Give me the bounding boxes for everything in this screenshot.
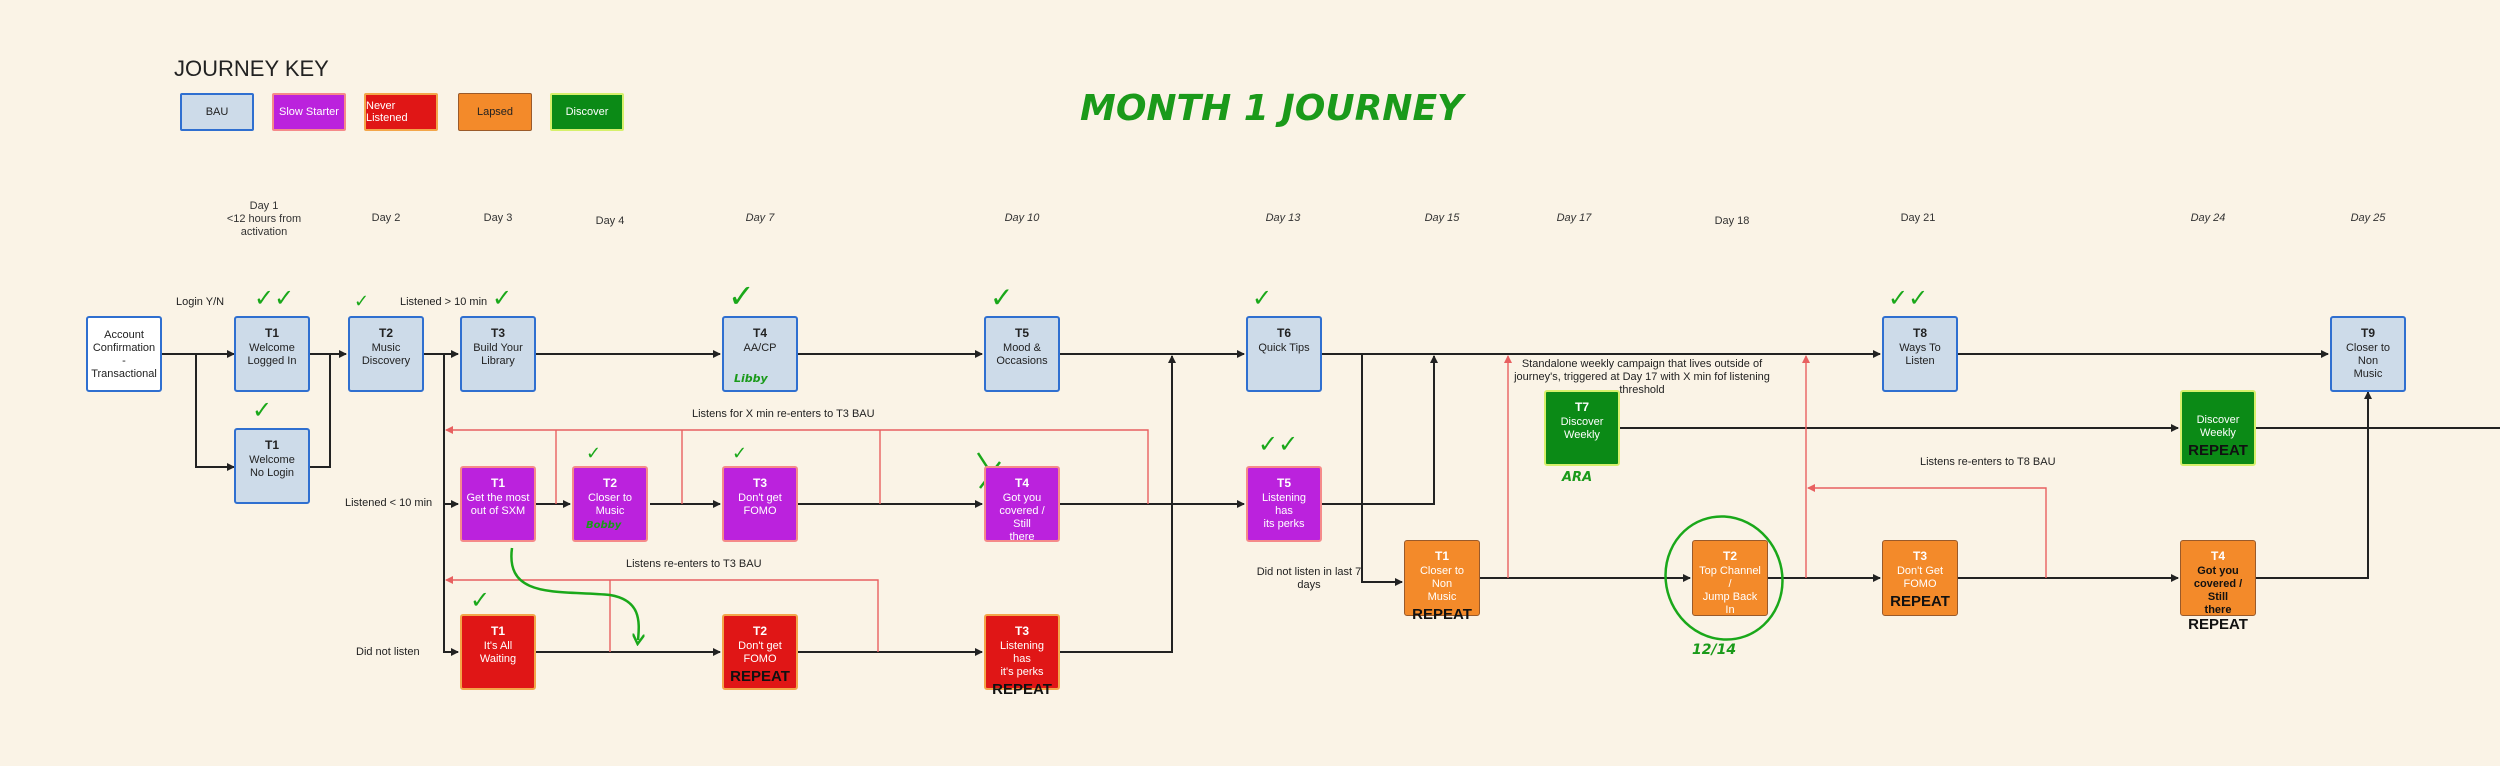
check-icon: ✓ [492, 284, 513, 312]
note-date: 12/14 [1692, 642, 1737, 658]
label-reenter-t3: Listens re-enters to T3 BAU [626, 558, 762, 570]
label-standalone: Standalone weekly campaign that lives ou… [1514, 358, 1770, 396]
slow-t5-listening-perks[interactable]: T5 Listening has its perks [1246, 466, 1322, 542]
check-icon: ✓ [1252, 284, 1273, 312]
note-libby: Libby [734, 372, 768, 385]
account-confirmation-box[interactable]: Account Confirmation - Transactional [86, 316, 162, 392]
never-t2-dont-get-fomo[interactable]: T2 Don't get FOMO REPEAT [722, 614, 798, 690]
bau-t5-mood-occasions[interactable]: T5 Mood & Occasions [984, 316, 1060, 392]
slow-t2-closer-music[interactable]: T2 Closer to Music [572, 466, 648, 542]
lapsed-t1-closer-non-music[interactable]: T1 Closer to Non Music REPEAT [1404, 540, 1480, 623]
label-reenter-t8: Listens re-enters to T8 BAU [1920, 456, 2056, 468]
label-did-not-listen: Did not listen [356, 646, 420, 658]
note-s2: Bobby [586, 520, 622, 531]
check-icon: ✓ [728, 277, 755, 315]
main-title: MONTH 1 JOURNEY [1080, 88, 1464, 129]
discover-t7-weekly[interactable]: T7 Discover Weekly [1544, 390, 1620, 466]
label-not-listen-7: Did not listen in last 7 days [1256, 566, 1362, 591]
label-login: Login Y/N [176, 296, 225, 308]
day-15: Day 15 [1424, 212, 1460, 224]
journey-key-title: JOURNEY KEY [174, 56, 329, 81]
key-bau: BAU [180, 93, 254, 131]
check-icon: ✓✓ [1258, 430, 1299, 458]
day-25: Day 25 [2350, 212, 2386, 224]
check-icon: ✓ [990, 281, 1014, 314]
never-t1-all-waiting[interactable]: T1 It's All Waiting [460, 614, 536, 690]
note-ara: ARA [1562, 470, 1593, 485]
bau-t1-welcome-no-login[interactable]: T1 Welcome No Login [234, 428, 310, 504]
day-7: Day 7 [745, 212, 775, 224]
bau-t2-music-discovery[interactable]: T2 Music Discovery [348, 316, 424, 392]
slow-t3-dont-get-fomo[interactable]: T3 Don't get FOMO [722, 466, 798, 542]
lapsed-t3-dont-get-fomo[interactable]: T3 Don't Get FOMO REPEAT [1882, 540, 1958, 616]
day-3: Day 3 [483, 212, 513, 224]
day-13: Day 13 [1265, 212, 1301, 224]
check-icon: ✓ [354, 291, 370, 312]
day-17: Day 17 [1556, 212, 1592, 224]
slow-t4-got-you-covered[interactable]: T4 Got you covered / Still there [984, 466, 1060, 543]
slow-t1-get-most[interactable]: T1 Get the most out of SXM [460, 466, 536, 542]
check-icon: ✓ [252, 396, 273, 424]
key-lapsed: Lapsed [458, 93, 532, 131]
key-slow-starter: Slow Starter [272, 93, 346, 131]
discover-weekly-repeat[interactable]: Discover Weekly REPEAT [2180, 390, 2256, 466]
bau-t8-ways-to-listen[interactable]: T8 Ways To Listen [1882, 316, 1958, 392]
day-1: Day 1 <12 hours from activation [226, 200, 302, 238]
bau-t9-closer-non-music[interactable]: T9 Closer to Non Music [2330, 316, 2406, 392]
check-icon: ✓✓ [1888, 284, 1929, 312]
bau-t3-build-library[interactable]: T3 Build Your Library [460, 316, 536, 392]
label-reenter-x: Listens for X min re-enters to T3 BAU [692, 408, 875, 420]
bau-t1-welcome-logged-in[interactable]: T1 Welcome Logged In [234, 316, 310, 392]
day-2: Day 2 [371, 212, 401, 224]
bau-t4-aa-cp[interactable]: T4 AA/CP [722, 316, 798, 392]
check-icon: ✓ [732, 443, 748, 464]
key-discover: Discover [550, 93, 624, 131]
day-4: Day 4 [595, 215, 625, 227]
check-icon: ✓ [470, 586, 491, 614]
day-10: Day 10 [1004, 212, 1040, 224]
lapsed-t4-got-you-covered[interactable]: T4 Got you covered / Still there REPEAT [2180, 540, 2256, 633]
label-listened-lt: Listened < 10 min [345, 497, 433, 509]
day-21: Day 21 [1900, 212, 1936, 224]
bau-t6-quick-tips[interactable]: T6 Quick Tips [1246, 316, 1322, 392]
never-t3-listening-perks[interactable]: T3 Listening has it's perks REPEAT [984, 614, 1060, 698]
day-18: Day 18 [1714, 215, 1750, 227]
check-icon: ✓ [586, 443, 602, 464]
lapsed-t2-top-channel[interactable]: T2 Top Channel / Jump Back In [1692, 540, 1768, 616]
label-listened-gt: Listened > 10 min [400, 296, 488, 308]
key-never-listened: Never Listened [364, 93, 438, 131]
check-icon: ✓✓ [254, 284, 295, 312]
day-24: Day 24 [2190, 212, 2226, 224]
